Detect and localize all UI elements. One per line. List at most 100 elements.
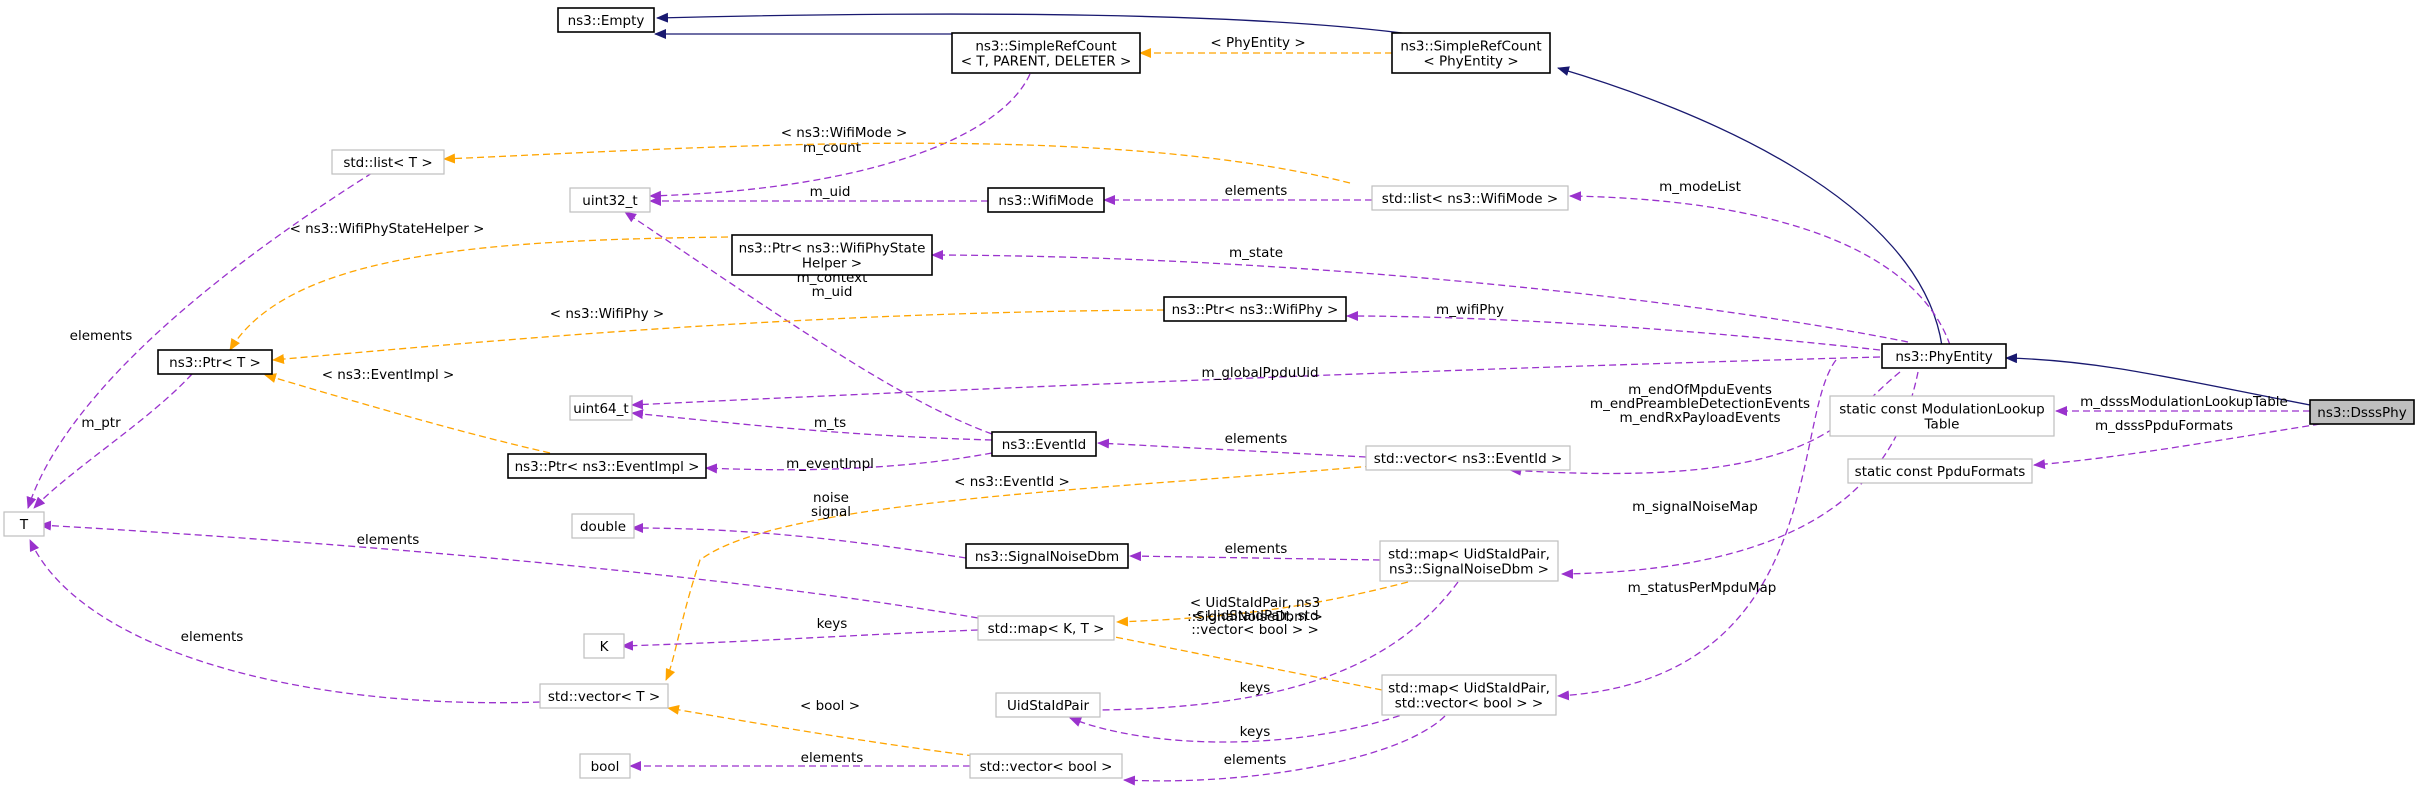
node-box xyxy=(331,149,445,175)
node-map-vector-bool[interactable]: std::map< UidStaIdPair,std::vector< bool… xyxy=(1381,674,1557,716)
edge-line xyxy=(39,520,979,619)
edge-label: m_dsssModulationLookupTable xyxy=(2080,394,2288,410)
node-ptr-eventimpl[interactable]: ns3::Ptr< ns3::EventImpl > xyxy=(507,453,707,479)
node-double[interactable]: double xyxy=(571,513,635,539)
edge-uidstaidpair-keys-vectorbool: keys xyxy=(1069,711,1411,743)
edge-line xyxy=(2033,423,2321,470)
node-box xyxy=(507,453,707,479)
node-simplerefcount-phyentity[interactable]: ns3::SimpleRefCount< PhyEntity > xyxy=(1391,32,1551,74)
node-label: ns3::SimpleRefCount xyxy=(1400,39,1541,55)
edge-label: m_eventImpl xyxy=(786,456,874,472)
edge-line xyxy=(1094,630,1383,691)
node-ns3-empty[interactable]: ns3::Empty xyxy=(557,7,655,33)
node-vector-t[interactable]: std::vector< T > xyxy=(539,683,669,709)
edge-label-line: m_dsssModulationLookupTable xyxy=(2080,394,2288,410)
edge-m-ptr: m_ptr xyxy=(33,373,193,509)
edge-label: < ns3::EventId > xyxy=(954,474,1070,490)
node-label: std::list< T > xyxy=(343,155,432,171)
edge-line xyxy=(1069,711,1411,743)
edge-label-line: m_endRxPayloadEvents xyxy=(1619,410,1780,426)
node-label: ns3::DsssPhy xyxy=(2317,405,2406,421)
edge-label-line: elements xyxy=(1225,431,1288,447)
node-uint32[interactable]: uint32_t xyxy=(569,187,651,213)
edge-label-line: elements xyxy=(801,750,864,766)
node-label: ns3::SimpleRefCount xyxy=(975,39,1116,55)
edge-line xyxy=(2005,353,2311,406)
node-vector-eventid[interactable]: std::vector< ns3::EventId > xyxy=(1365,445,1571,471)
edge-label: elements xyxy=(181,629,244,645)
node-label: std::map< UidStaIdPair, xyxy=(1388,547,1550,563)
edge-line xyxy=(621,629,979,651)
edge-label: m_ts xyxy=(814,415,846,431)
node-box xyxy=(1847,458,2033,484)
node-std-list-wifimode[interactable]: std::list< ns3::WifiMode > xyxy=(1371,185,1569,211)
node-phyentity[interactable]: ns3::PhyEntity xyxy=(1881,343,2007,369)
edge-template-eventimpl: < ns3::EventImpl > xyxy=(264,367,551,454)
node-label: uint32_t xyxy=(582,193,637,209)
edge-label: elements xyxy=(1224,752,1287,768)
edge-template-signalnoise-map: < UidStaIdPair, ns3::SignalNoiseDbm > xyxy=(1116,581,1409,627)
node-box xyxy=(987,187,1105,213)
node-vector-bool[interactable]: std::vector< bool > xyxy=(969,753,1123,779)
node-uidstaidpair[interactable]: UidStaIdPair xyxy=(995,692,1101,718)
node-label: bool xyxy=(591,759,620,775)
node-k[interactable]: K xyxy=(583,633,625,659)
node-eventid[interactable]: ns3::EventId xyxy=(991,431,1097,457)
node-bool[interactable]: bool xyxy=(579,753,631,779)
node-ptr-wifiphystatehelper[interactable]: ns3::Ptr< ns3::WifiPhyStateHelper > xyxy=(731,234,933,276)
edge-label-line: elements xyxy=(1224,752,1287,768)
node-box xyxy=(977,615,1115,641)
edge-phyentity-to-simplerefcount xyxy=(1557,66,1943,347)
node-label: static const ModulationLookup xyxy=(1839,402,2044,418)
edge-label-line: m_ts xyxy=(814,415,846,431)
node-wifimode[interactable]: ns3::WifiMode xyxy=(987,187,1105,213)
edge-wifimode-list-elements: elements xyxy=(1103,183,1372,205)
edge-label: < bool > xyxy=(800,698,860,714)
edge-label: m_uid xyxy=(810,184,851,200)
node-label: ns3::SignalNoiseDbm xyxy=(975,549,1119,565)
edge-label-line: keys xyxy=(1240,724,1271,740)
node-box xyxy=(1881,343,2007,369)
node-label: static const PpduFormats xyxy=(1855,464,2026,480)
node-std-list-t[interactable]: std::list< T > xyxy=(331,149,445,175)
node-t[interactable]: T xyxy=(3,511,45,537)
node-signalnoisedbm[interactable]: ns3::SignalNoiseDbm xyxy=(965,543,1129,569)
edge-label-line: m_signalNoiseMap xyxy=(1632,499,1758,515)
node-label: Helper > xyxy=(802,256,862,272)
node-ppdu-formats[interactable]: static const PpduFormats xyxy=(1847,458,2033,484)
edge-label: m_signalNoiseMap xyxy=(1632,499,1758,515)
edge-label-line: < UidStaIdPair, std xyxy=(1191,608,1318,624)
node-box xyxy=(1829,395,2055,437)
edge-m-modelist: m_modeList xyxy=(1569,179,1951,346)
node-label: ns3::EventId xyxy=(1002,437,1087,453)
node-dsssphy[interactable]: ns3::DsssPhy xyxy=(2309,399,2415,425)
node-label: UidStaIdPair xyxy=(1007,698,1089,714)
node-map-signalnoisedbm[interactable]: std::map< UidStaIdPair,ns3::SignalNoiseD… xyxy=(1379,540,1559,582)
node-box xyxy=(583,633,625,659)
edge-line xyxy=(26,172,373,509)
edge-line xyxy=(1569,191,1951,346)
node-label: ns3::Ptr< ns3::WifiPhy > xyxy=(1172,302,1339,318)
edge-label-line: m_wifiPhy xyxy=(1436,302,1504,318)
edge-label-line: elements xyxy=(357,532,420,548)
edge-line xyxy=(33,373,193,509)
edge-label-line: < ns3::WifiPhyStateHelper > xyxy=(290,221,485,237)
node-box xyxy=(965,543,1129,569)
node-map-k-t[interactable]: std::map< K, T > xyxy=(977,615,1115,641)
edge-label-line: m_ptr xyxy=(81,415,121,431)
edge-label-line: m_count xyxy=(803,140,861,156)
edge-m-statuspermpdumap: m_statusPerMpduMap xyxy=(1557,359,1837,701)
node-simplerefcount-template[interactable]: ns3::SimpleRefCount< T, PARENT, DELETER … xyxy=(951,32,1141,74)
node-box xyxy=(731,234,933,276)
edge-line xyxy=(264,373,551,454)
node-ptr-t[interactable]: ns3::Ptr< T > xyxy=(157,349,273,375)
node-label: std::vector< T > xyxy=(548,689,660,705)
node-uint64[interactable]: uint64_t xyxy=(569,395,633,421)
node-ptr-wifiphy[interactable]: ns3::Ptr< ns3::WifiPhy > xyxy=(1163,296,1347,322)
edge-label-line: m_uid xyxy=(810,184,851,200)
edge-wifimode-m-uid: m_uid xyxy=(649,184,988,206)
edge-label-line: m_dsssPpduFormats xyxy=(2095,418,2233,434)
node-box xyxy=(3,511,45,537)
node-modulation-lookup-table[interactable]: static const ModulationLookupTable xyxy=(1829,395,2055,437)
